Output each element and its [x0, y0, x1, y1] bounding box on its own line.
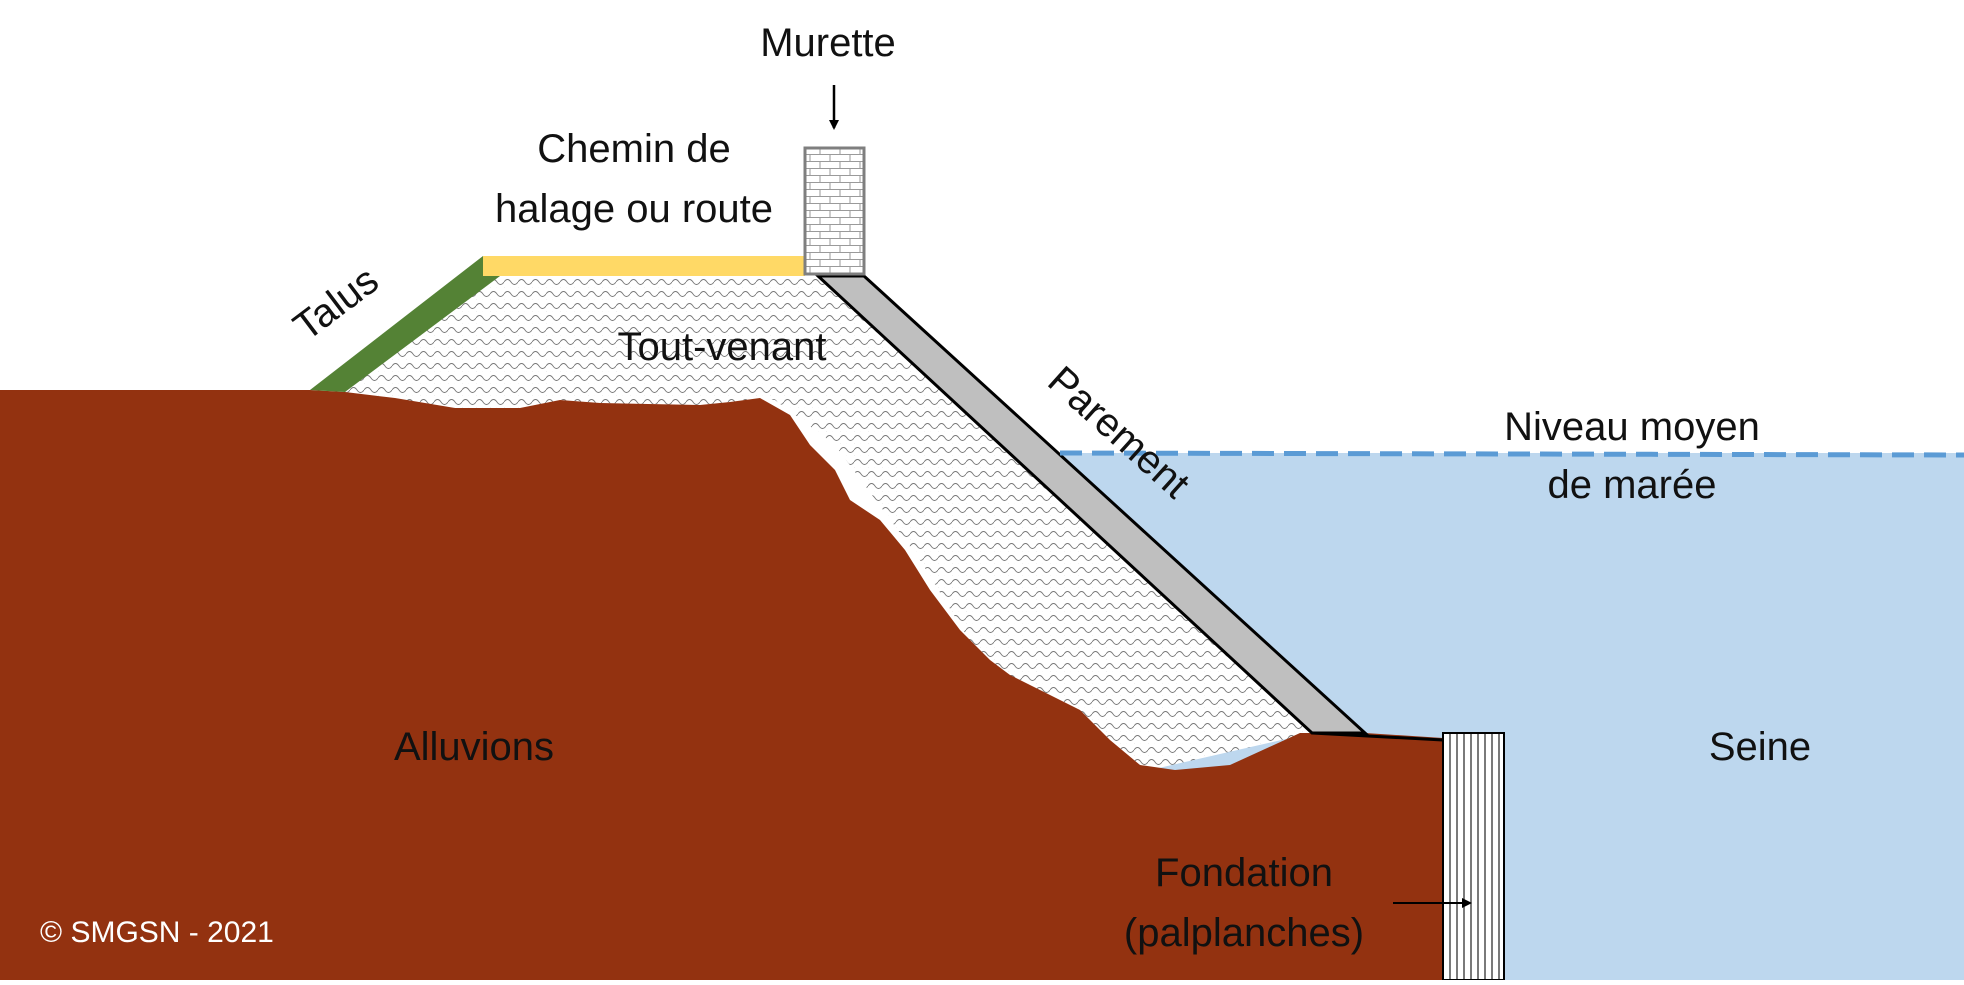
fondation-sheet-pile [1442, 732, 1505, 981]
chemin-de-halage-road [483, 256, 805, 276]
chemin-label-line1: Chemin de [537, 127, 730, 171]
fondation-label-line2: (palplanches) [1124, 911, 1364, 955]
copyright-label: © SMGSN - 2021 [40, 916, 274, 949]
murette-wall [803, 146, 866, 276]
seine-label: Seine [1709, 725, 1811, 769]
toe-line [1311, 731, 1444, 742]
fondation-label-line1: Fondation [1155, 851, 1333, 895]
talus-label: Talus [286, 258, 387, 349]
alluvions-ground [0, 390, 1443, 980]
tout-venant-core [345, 276, 1312, 770]
parement-revetment [814, 274, 1369, 735]
alluvions-label: Alluvions [394, 725, 554, 769]
tout-venant-label: Tout-venant [617, 325, 826, 369]
water-level-line [1059, 450, 1964, 458]
talus-slope [310, 256, 500, 392]
niveau-label-line1: Niveau moyen [1504, 405, 1760, 449]
chemin-label-line2: halage ou route [495, 187, 773, 231]
murette-label: Murette [760, 21, 896, 65]
niveau-label-line2: de marée [1548, 463, 1717, 507]
